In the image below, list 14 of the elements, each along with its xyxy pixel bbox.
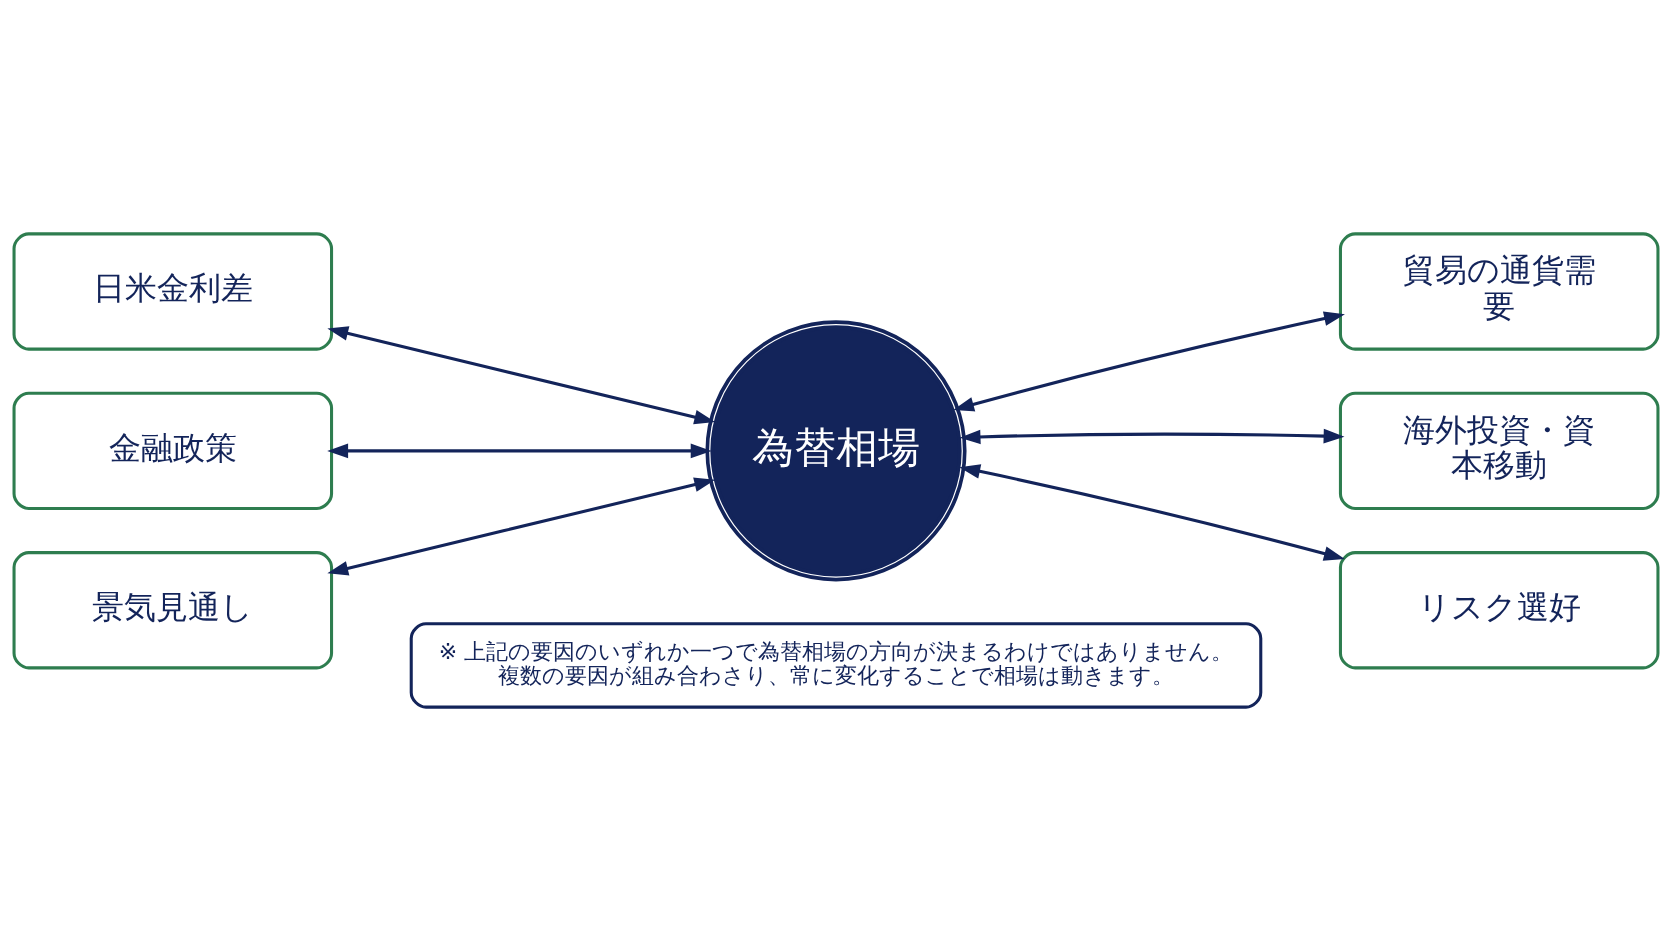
- arrow: [959, 464, 1345, 561]
- node-box: ※ 上記の要因のいずれか一つで為替相場の方向が決まるわけではありません。複数の要因が組み合わさり、常に変化することで相場は動きます。: [409, 622, 1263, 709]
- node-box: リスク選好: [1338, 551, 1660, 670]
- arrow: [953, 311, 1345, 412]
- node-box: 景気見通し: [12, 551, 334, 670]
- node-box: 海外投資・資本移動: [1338, 391, 1660, 511]
- node-box: 金融政策: [12, 391, 334, 511]
- node-box: 貿易の通貨需要: [1338, 232, 1660, 351]
- arrow: [327, 477, 716, 576]
- arrow: [327, 443, 712, 459]
- node-circle: 為替相場: [705, 320, 967, 582]
- arrow: [327, 326, 716, 425]
- node-box: 日米金利差: [12, 232, 334, 351]
- arrow: [959, 428, 1345, 445]
